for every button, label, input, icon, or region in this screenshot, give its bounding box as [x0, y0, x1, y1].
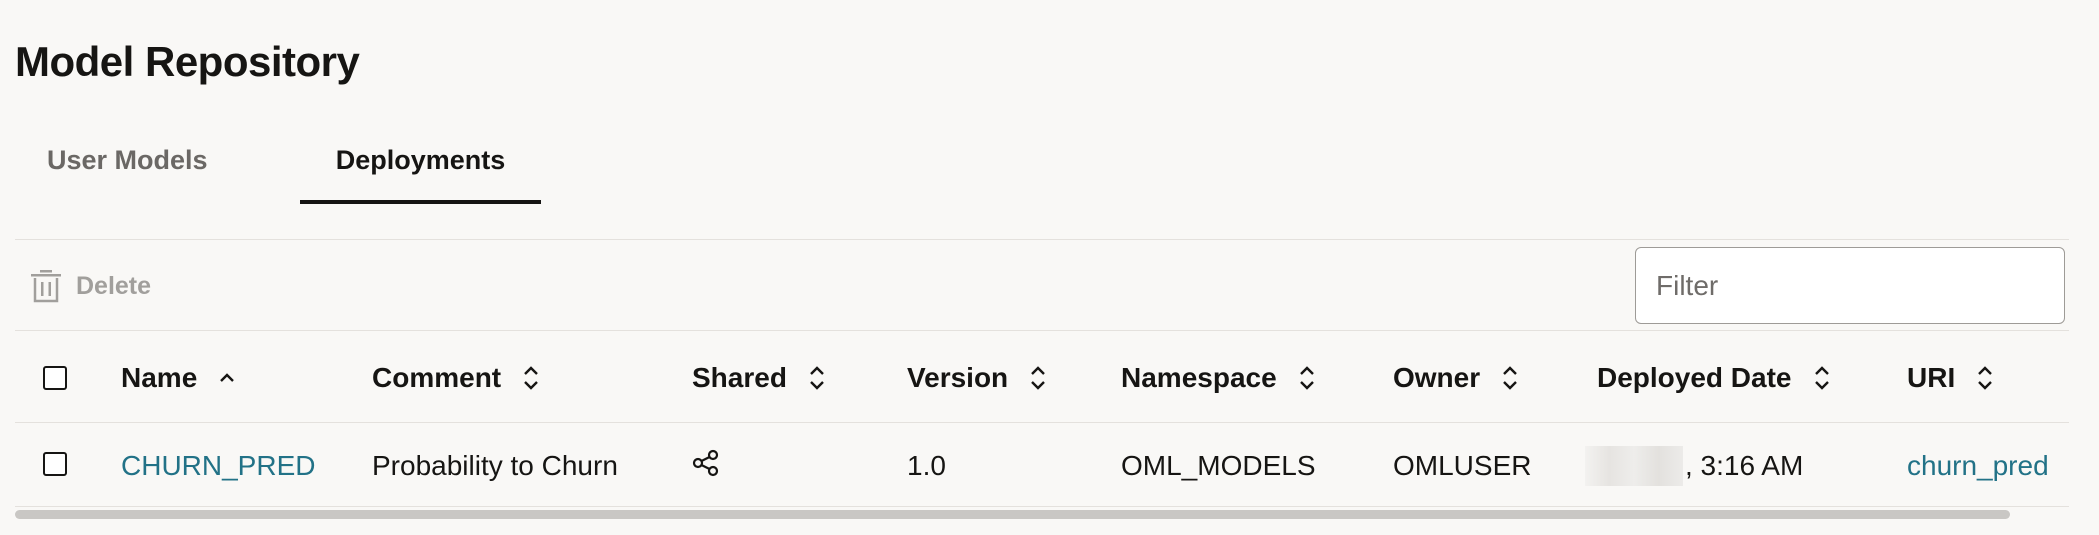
scrollbar-thumb[interactable] — [15, 510, 2010, 519]
deployed-date-cell: , 3:16 AM — [1585, 446, 1804, 486]
divider — [15, 422, 2069, 423]
sort-icon — [1031, 366, 1046, 390]
column-header-label: URI — [1907, 362, 1956, 393]
column-header-name[interactable]: Name — [121, 360, 235, 396]
column-header-version[interactable]: Version — [907, 360, 1046, 396]
column-header-uri[interactable]: URI — [1907, 360, 1993, 396]
sort-icon — [810, 366, 824, 390]
uri-link[interactable]: churn_pred — [1907, 450, 2049, 481]
column-header-label: Comment — [372, 362, 502, 393]
column-header-label: Shared — [692, 362, 787, 393]
comment-cell: Probability to Churn — [372, 450, 618, 481]
tab-deployments[interactable]: Deployments — [300, 130, 541, 204]
column-header-owner[interactable]: Owner — [1393, 360, 1518, 396]
version-cell: 1.0 — [907, 450, 946, 481]
model-name-link[interactable]: CHURN_PRED — [121, 450, 316, 481]
column-header-label: Version — [907, 362, 1009, 393]
sort-icon — [524, 366, 538, 390]
divider — [15, 239, 2069, 240]
delete-button[interactable]: Delete — [30, 266, 151, 306]
column-header-label: Deployed Date — [1597, 362, 1792, 393]
sort-icon — [1978, 366, 1993, 390]
column-header-label: Name — [121, 362, 198, 393]
trash-icon — [31, 270, 61, 303]
delete-button-label: Delete — [76, 271, 152, 300]
page-title: Model Repository — [15, 38, 360, 85]
column-header-comment[interactable]: Comment — [372, 360, 539, 396]
namespace-cell: OML_MODELS — [1121, 450, 1316, 481]
column-header-namespace[interactable]: Namespace — [1121, 360, 1315, 396]
redacted-date — [1585, 446, 1683, 486]
owner-cell: OMLUSER — [1393, 450, 1532, 481]
filter-input[interactable] — [1635, 247, 2065, 324]
column-header-deployed-date[interactable]: Deployed Date — [1597, 360, 1830, 396]
tab-user-models[interactable]: User Models — [47, 145, 208, 175]
divider — [15, 330, 2069, 331]
row-checkbox[interactable] — [43, 452, 67, 476]
select-all-checkbox[interactable] — [43, 366, 67, 390]
sort-icon — [1299, 366, 1314, 390]
sort-icon — [1503, 366, 1517, 390]
column-header-label: Owner — [1393, 362, 1481, 393]
horizontal-scrollbar[interactable] — [15, 510, 2068, 521]
column-header-shared[interactable]: Shared — [692, 360, 825, 396]
divider — [15, 506, 2069, 507]
sort-icon — [1814, 366, 1829, 390]
sort-ascending-icon — [220, 373, 235, 382]
column-header-label: Namespace — [1121, 362, 1277, 393]
tab-bar: User Models Deployments — [15, 130, 541, 204]
share-icon — [692, 449, 719, 477]
shared-cell — [692, 444, 720, 482]
deployed-time-text: , 3:16 AM — [1685, 450, 1804, 481]
